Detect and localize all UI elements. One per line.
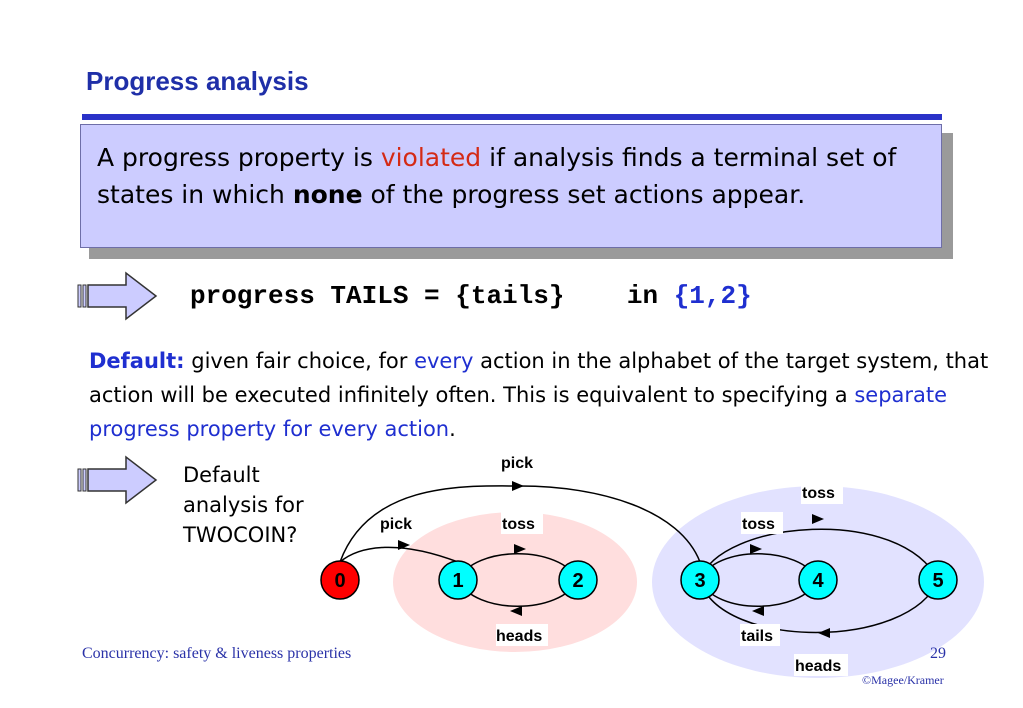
state-3: 3 <box>680 560 720 600</box>
label-bg <box>741 512 783 534</box>
progress-code: progress TAILS = {tails} in <box>190 281 674 311</box>
terminal-set-1 <box>393 512 637 652</box>
state-0: 0 <box>320 560 360 600</box>
question-line-3: TWOCOIN? <box>183 523 298 547</box>
footer-copyright: ©Magee/Kramer <box>862 673 944 687</box>
edge-5-3-heads <box>699 579 939 634</box>
label-bg <box>794 654 848 676</box>
edge-arrowhead <box>812 514 824 524</box>
state-4: 4 <box>798 560 838 600</box>
label-tails-43: tails <box>741 628 773 645</box>
definition-callout: A progress property is violated if analy… <box>80 124 942 248</box>
edge-arrowhead <box>510 606 522 616</box>
default-text-3: . <box>449 417 456 441</box>
slide-title: Progress analysis <box>86 66 309 96</box>
edge-3-5-toss <box>699 528 939 581</box>
question-line-1: Default <box>183 463 260 487</box>
state-1: 1 <box>438 560 478 600</box>
label-bg <box>496 624 548 646</box>
label-toss-45: toss <box>802 485 835 502</box>
edge-arrowhead <box>818 628 830 638</box>
default-separate: separate progress property for every act… <box>89 383 948 441</box>
title-underline <box>82 114 942 120</box>
edge-arrowhead <box>512 481 524 491</box>
default-paragraph: Default: given fair choice, for every ac… <box>89 344 989 446</box>
label-heads-21: heads <box>496 628 542 645</box>
svg-text:3: 3 <box>694 570 705 592</box>
svg-text:4: 4 <box>812 570 824 592</box>
state-2: 2 <box>558 560 598 600</box>
label-pick-top: pick <box>501 455 533 472</box>
progress-statement: progress TAILS = {tails} in {1,2} <box>190 281 752 311</box>
label-bg <box>740 624 780 646</box>
svg-text:2: 2 <box>572 570 583 592</box>
footer-page-number: 29 <box>930 645 946 662</box>
default-text-2: action in the alphabet of the target sys… <box>89 349 989 407</box>
callout-violated: violated <box>380 143 482 172</box>
edge-0-1-pick <box>339 546 459 563</box>
label-heads-53: heads <box>795 658 841 675</box>
question-line-2: analysis for <box>183 493 304 517</box>
svg-text:0: 0 <box>334 570 345 592</box>
edge-arrowhead <box>752 606 764 616</box>
default-text-1: given fair choice, for <box>184 349 415 373</box>
callout-none: none <box>292 180 363 209</box>
callout-text-1: A progress property is <box>97 143 381 172</box>
arrow-right-icon <box>77 271 158 321</box>
progress-range: {1,2} <box>673 281 752 311</box>
state-5: 5 <box>918 560 958 600</box>
label-toss-12: toss <box>502 516 535 533</box>
svg-text:5: 5 <box>932 570 943 592</box>
callout-text-2: if analysis finds a terminal set of stat… <box>97 143 897 209</box>
label-bg <box>801 482 843 504</box>
edge-arrowhead <box>750 544 762 554</box>
arrow-right-icon <box>77 455 158 505</box>
footer-course-title: Concurrency: safety & liveness propertie… <box>82 645 352 662</box>
label-toss-34: toss <box>742 516 775 533</box>
edge-arrowhead <box>398 540 410 550</box>
label-bg <box>501 512 543 534</box>
edge-arrowhead <box>514 544 526 554</box>
default-every: every <box>414 349 474 373</box>
question-text: Default analysis for TWOCOIN? <box>183 460 304 550</box>
svg-text:1: 1 <box>452 570 463 592</box>
label-pick-left: pick <box>380 516 412 533</box>
default-label: Default: <box>89 349 185 373</box>
callout-text-3: of the progress set actions appear. <box>362 180 806 209</box>
